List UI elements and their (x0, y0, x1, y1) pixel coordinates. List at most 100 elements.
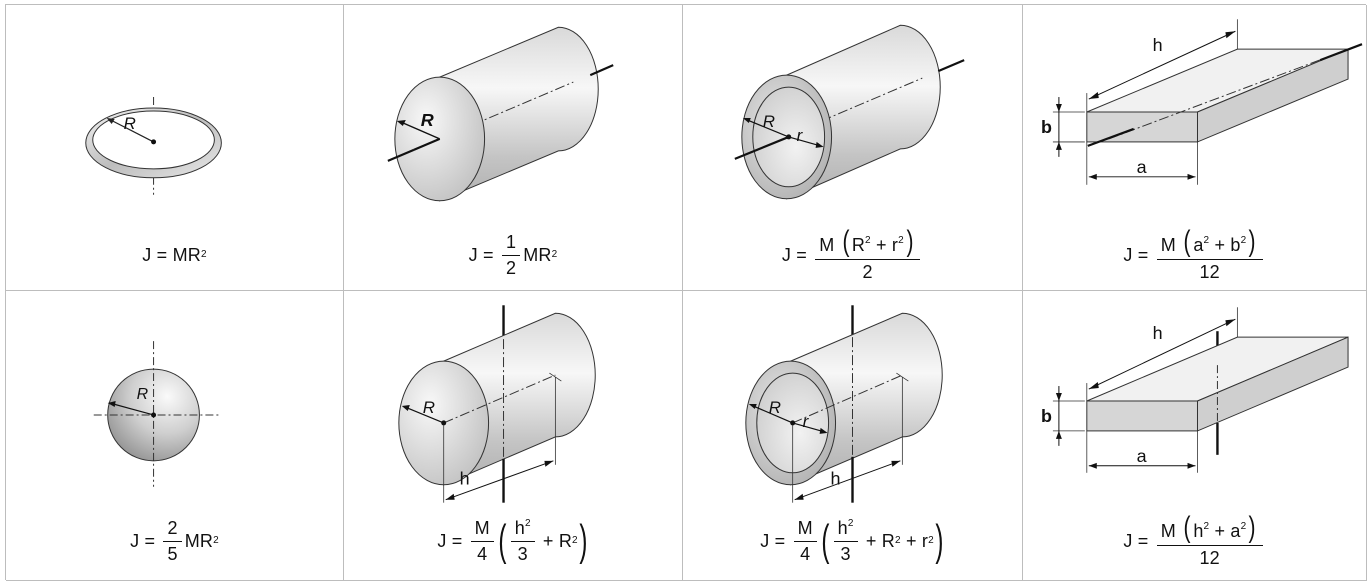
label-R: R (137, 386, 149, 403)
radius-line-R (750, 404, 793, 424)
formula-lhs: J = (781, 244, 808, 265)
plate-front (1086, 400, 1198, 432)
axis-line (1108, 58, 1323, 140)
radius-line-r (788, 136, 821, 147)
radius-r-arrow (815, 141, 824, 148)
radius-R-arrow (748, 403, 757, 409)
solid-cylinder-transverse-figure: R h (398, 305, 596, 503)
label-r: r (797, 126, 804, 145)
axis-front-segment (734, 135, 790, 160)
dim-h-arrow-a (1088, 382, 1099, 390)
fraction-denominator: 2 (505, 257, 517, 278)
dim-a-arrow-r (1187, 173, 1196, 180)
label-h: h (831, 469, 841, 489)
formula-body: MR (523, 244, 552, 265)
radius-line (109, 402, 154, 416)
formula-lhs: J = (468, 244, 494, 265)
plate-long-axis-figure: h a b (1041, 19, 1363, 185)
label-R: R (421, 110, 434, 130)
dim-h-arrow-a (794, 493, 804, 500)
dim-b-arrow-b (1055, 141, 1062, 150)
axis-end-left (387, 148, 415, 162)
dim-h-line (794, 460, 901, 501)
formula: J = M (a2 + b2) 12 (1023, 223, 1366, 287)
radius-r-arrow (819, 427, 828, 434)
formula-lhs: J = (130, 530, 156, 551)
label-a: a (1137, 446, 1147, 466)
dim-h-arrow-b (1225, 319, 1236, 327)
dim-h-arrow-b (891, 460, 901, 467)
label-R: R (769, 398, 781, 417)
radius-line (404, 406, 444, 424)
center-line (443, 374, 556, 424)
formula-lhs: J = (142, 244, 168, 265)
dim-h-arrow-b (544, 460, 554, 467)
label-a: a (1137, 157, 1147, 177)
cylinder-front-face (394, 76, 486, 202)
fraction-denominator: 12 (1199, 548, 1220, 569)
radius-line-R (744, 118, 789, 138)
label-h: h (1153, 35, 1163, 55)
cell-plate-long-axis: h a b J = M (a2 + b2) 12 (1023, 5, 1367, 291)
label-h: h (460, 469, 470, 489)
dim-h-line (1088, 318, 1236, 390)
formula: J = M (R2 + r2) 2 (683, 223, 1022, 287)
hollow-cylinder-figure: R r (734, 24, 965, 200)
center-dot (790, 420, 796, 426)
axis-end-right (937, 59, 965, 73)
plate-transverse-axis-figure: h a b (1041, 307, 1349, 473)
axis-end-right (589, 64, 614, 77)
sphere-figure: R (93, 341, 220, 487)
dim-b-arrow-t (1055, 104, 1062, 113)
fraction: M (R2 + r2) 2 (815, 227, 921, 283)
center-dot (151, 412, 157, 418)
radius-line-r (792, 422, 825, 433)
fraction: M (h2 + a2) 12 (1156, 513, 1263, 569)
formula-lhs: J = (1123, 530, 1149, 551)
ring-figure: R (85, 97, 222, 195)
dim-h-arrow-b (1225, 31, 1236, 39)
fraction-numerator: M (h2 + a2) (1156, 513, 1263, 547)
axis-front-segment (413, 137, 441, 151)
radius-line (400, 121, 440, 140)
center-dot (786, 134, 792, 140)
formula-body: MR (184, 530, 214, 551)
dim-h-line (445, 460, 554, 501)
label-b: b (1041, 117, 1052, 137)
cell-hollow-cylinder: R r J = M (R2 + r2) 2 (683, 5, 1023, 291)
fraction-denominator: 2 (862, 262, 873, 283)
radius-R-arrow (742, 117, 751, 123)
fraction-denominator: 12 (1199, 262, 1220, 283)
dim-h-line (1088, 30, 1236, 100)
axis-end-back (1319, 43, 1363, 62)
label-h: h (1153, 323, 1163, 343)
radius-arrow (396, 119, 406, 126)
fraction-numerator: 1 (501, 232, 521, 256)
label-R: R (124, 114, 136, 133)
label-r: r (803, 412, 810, 431)
radius-line (108, 118, 154, 143)
dim-b-arrow-b (1055, 430, 1062, 439)
fraction-numerator: 2 (163, 518, 182, 542)
radius-arrow (106, 117, 115, 124)
dim-b-arrow-t (1055, 393, 1062, 401)
fraction-numerator: M (a2 + b2) (1156, 227, 1263, 261)
dim-h-tick (549, 372, 562, 382)
formula-body: MR (172, 244, 201, 265)
formula-lhs: J = (437, 530, 463, 551)
cell-plate-transverse-axis: h a b J = M (h2 + a2) 12 (1023, 291, 1367, 581)
